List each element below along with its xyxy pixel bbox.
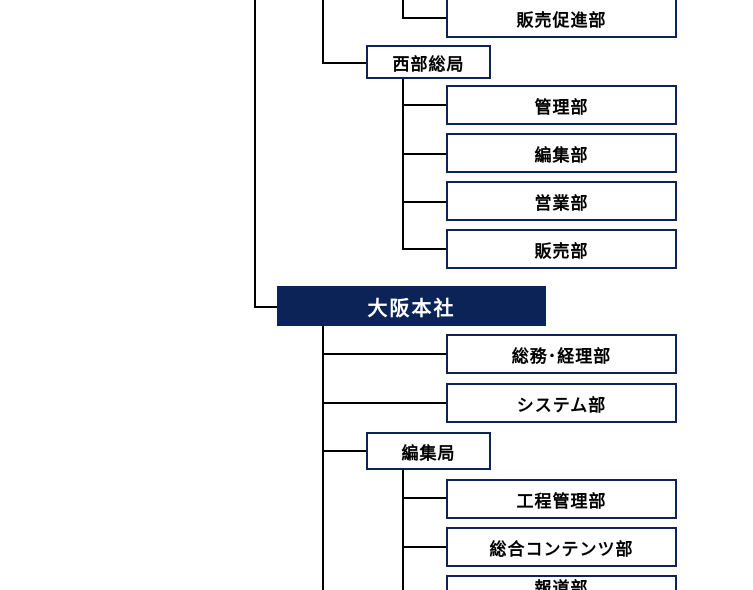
dept-box-seibu-henshu: 編集部 — [446, 133, 677, 173]
connector-line — [402, 79, 404, 250]
dept-box-osaka-hodo: 報道部 — [446, 575, 677, 590]
connector-line — [322, 450, 367, 452]
connector-line — [322, 402, 447, 404]
dept-box-osaka-sogo-contents: 総合コンテンツ部 — [446, 527, 677, 567]
connector-line — [322, 326, 324, 590]
connector-line — [402, 546, 447, 548]
bureau-box-osaka-henshukyoku: 編集局 — [366, 432, 491, 470]
connector-line — [402, 201, 447, 203]
connector-line — [254, 306, 278, 308]
hq-box-osaka-honsha: 大阪本社 — [277, 286, 546, 326]
connector-line — [402, 153, 447, 155]
dept-box-osaka-system: システム部 — [446, 383, 677, 423]
bureau-box-seibu-sokyoku: 西部総局 — [366, 45, 491, 79]
connector-line — [402, 497, 447, 499]
dept-box-osaka-somu-keiri: 総務･経理部 — [446, 334, 677, 374]
connector-line — [322, 353, 447, 355]
dept-box-seibu-eigyo: 営業部 — [446, 181, 677, 221]
connector-line — [402, 248, 447, 250]
dept-box-seibu-kanri: 管理部 — [446, 85, 677, 125]
connector-line — [402, 469, 404, 590]
dept-box-osaka-kotei-kanri: 工程管理部 — [446, 479, 677, 519]
connector-line — [254, 0, 256, 307]
dept-box-hanbai-sokushin: 販売促進部 — [446, 0, 677, 38]
dept-box-seibu-hanbai: 販売部 — [446, 229, 677, 269]
connector-line — [322, 62, 367, 64]
connector-line — [322, 0, 324, 64]
connector-line — [402, 17, 447, 19]
connector-line — [402, 0, 404, 19]
connector-line — [402, 104, 447, 106]
